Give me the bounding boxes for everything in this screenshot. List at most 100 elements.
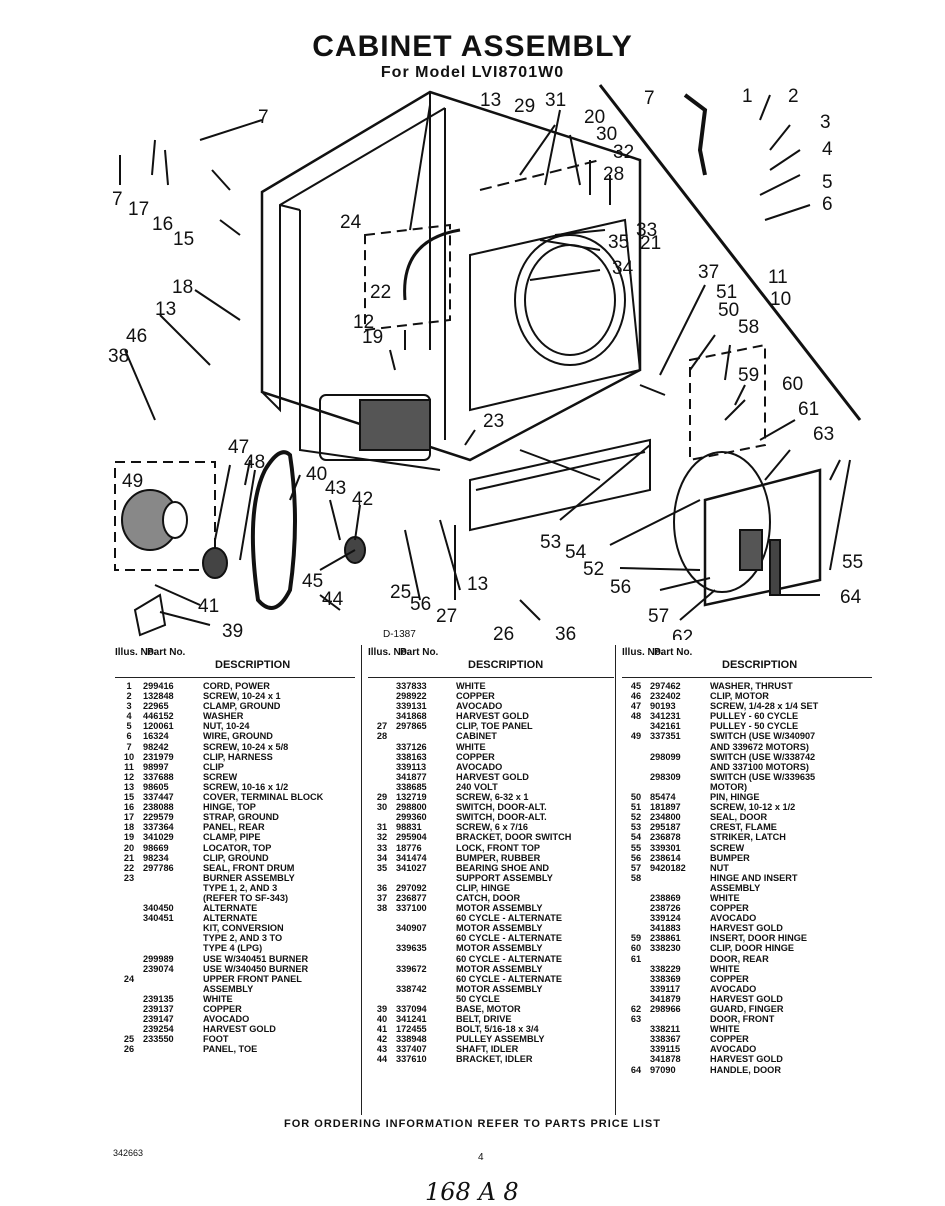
part-number: 341868 [396,711,427,722]
part-number: 341241 [396,1014,427,1025]
illus-number [368,701,396,711]
part-description: CLIP, HINGE [456,882,510,893]
illus-number [622,782,650,792]
illus-number [622,1044,650,1054]
callout-number: 45 [302,571,323,592]
callout-number: 12 [353,312,374,333]
illus-number: 34 [376,852,388,863]
part-description: MOTOR) [710,781,748,792]
part-no-header: Part No. [400,647,439,658]
part-number: 239254 [143,1024,174,1035]
part-number [650,762,710,772]
callout-number: 20 [584,107,605,128]
part-description: AVOCADO [456,761,503,772]
page-title: CABINET ASSEMBLY [312,30,633,63]
callout-number: 47 [228,437,249,458]
part-number: 339124 [650,913,681,924]
callout-number: 18 [172,277,193,298]
part-number: 297865 [396,721,427,732]
illus-number [368,933,396,943]
callout-number: 26 [493,624,514,640]
part-description: 60 CYCLE - ALTERNATE [456,913,562,924]
part-description: WHITE [710,1024,740,1035]
illus-number [368,964,396,974]
part-number: 98605 [143,781,169,792]
part-description: BOLT, 5/16-18 x 3/4 [456,1024,539,1035]
callout-number: 19 [362,327,383,348]
illus-number [368,752,396,762]
part-number: 98831 [396,822,422,833]
illus-number: 47 [630,701,642,712]
parts-row: (REFER TO SF-343) [115,893,355,903]
callout-number: 13 [480,90,501,111]
callout-number: 35 [608,232,629,253]
callout-number: 57 [648,606,669,627]
illus-number: 31 [376,822,388,833]
illus-number: 19 [123,832,135,843]
illus-number: 33 [376,842,388,853]
illus-number: 1 [126,681,132,691]
callout-number: 16 [152,214,173,235]
illus-number [622,903,650,913]
callout-number: 33 [636,220,657,241]
part-number: 337100 [396,903,427,914]
part-description: WIRE, GROUND [203,731,273,742]
part-description: COPPER [710,973,749,984]
illus-number: 42 [376,1034,388,1045]
part-number [143,984,203,994]
callout-number: 11 [768,267,788,288]
callout-number: 31 [545,90,566,111]
callout-number: 55 [842,552,863,573]
part-description: CREST, FLAME [710,822,777,833]
part-number [143,923,203,933]
illus-number [622,762,650,772]
illus-number [115,964,143,974]
illus-number: 64 [630,1064,642,1075]
part-number [143,873,203,883]
parts-row: TYPE 2, AND 3 TO [115,933,355,943]
part-number: 341029 [143,832,174,843]
illus-number: 13 [123,781,135,792]
callout-number: 2 [788,86,799,107]
cabinet-drawing [114,84,862,637]
illus-number [622,1054,650,1064]
parts-row: 60 CYCLE - ALTERNATE [368,913,614,923]
description-header: DESCRIPTION [215,659,291,671]
callout-number: 42 [352,489,373,510]
part-number: 172455 [396,1024,427,1035]
callout-number: 37 [698,262,719,283]
part-number [143,933,203,943]
illus-number: 61 [630,953,642,964]
part-description: SWITCH (USE W/339635 [710,771,816,782]
part-description: PANEL, TOE [203,1044,258,1055]
illus-number [368,923,396,933]
illus-number: 36 [376,882,388,893]
part-number: 239147 [143,1014,174,1025]
part-number: 338742 [396,983,427,994]
illus-number [115,1004,143,1014]
illus-number [368,873,396,883]
part-description: CLIP, HARNESS [203,751,273,762]
part-number [650,954,710,964]
illus-number [622,974,650,984]
part-number: 298800 [396,802,427,813]
